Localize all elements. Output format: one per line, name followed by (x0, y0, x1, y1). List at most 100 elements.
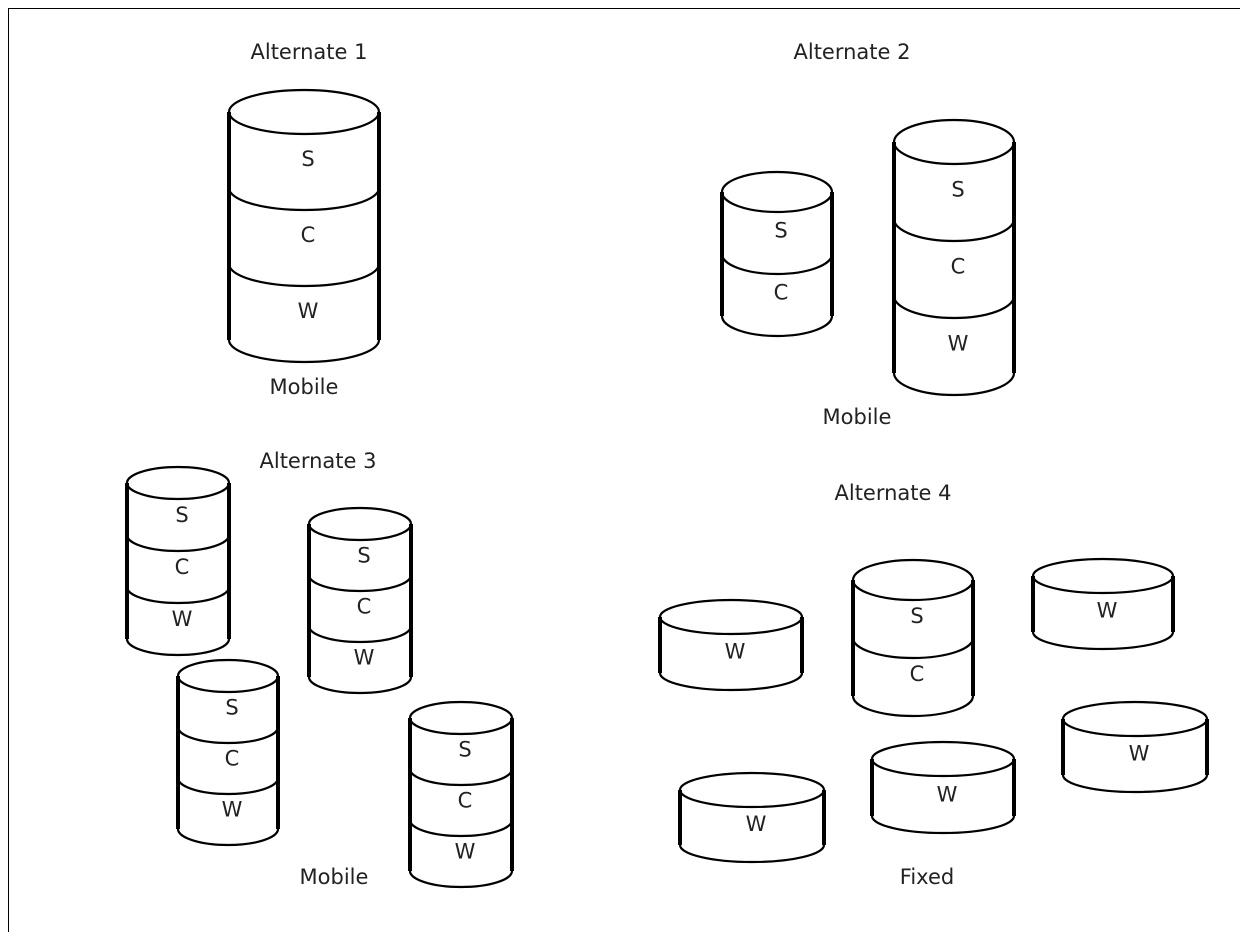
segment-label-w: W (222, 798, 243, 822)
segment-label-c: C (951, 255, 966, 279)
segment-label-c: C (357, 595, 372, 619)
cylinder-bottom-edge (408, 870, 514, 889)
cylinder-bottom-edge (892, 372, 1016, 397)
segment-divider (227, 263, 381, 288)
segment-label-w: W (354, 646, 375, 670)
segment-label-s: S (458, 738, 471, 762)
alternate-4-caption: Fixed (900, 865, 954, 889)
cylinder-4-5: W (870, 740, 1016, 835)
cylinder-bottom-edge (678, 844, 826, 864)
segment-label-c: C (458, 789, 473, 813)
cylinder-bottom-edge (227, 339, 381, 364)
alternate-2-caption: Mobile (823, 405, 892, 429)
cylinder-body (853, 580, 973, 716)
alternate-4-title: Alternate 4 (835, 481, 952, 505)
cylinder-4-3: W (1031, 557, 1175, 651)
cylinder-top (678, 771, 826, 809)
cylinder-bottom-edge (658, 672, 804, 692)
alternate-1-caption: Mobile (270, 375, 339, 399)
cylinder-top (1031, 557, 1175, 595)
cylinder-4-2: SC (851, 558, 975, 718)
cylinder-body (872, 759, 1014, 833)
cylinder-bottom-edge (176, 828, 280, 847)
cylinder-body (178, 676, 278, 845)
segment-label-w: W (455, 840, 476, 864)
segment-divider (125, 534, 231, 553)
cylinder-top (307, 506, 413, 542)
segment-divider (227, 187, 381, 212)
cylinder-bottom-edge (1061, 774, 1209, 794)
segment-divider (892, 218, 1016, 243)
segment-label-s: S (951, 178, 964, 202)
alternate-3-caption: Mobile (300, 865, 369, 889)
cylinder-top (658, 598, 804, 636)
cylinder-top (176, 658, 280, 694)
cylinder-3-3: S C W (176, 658, 280, 847)
segment-divider (176, 726, 280, 745)
cylinder-2-2: S C W (892, 118, 1016, 397)
cylinder-top (851, 558, 975, 602)
segment-divider (408, 819, 514, 838)
segment-label-w: W (948, 332, 969, 356)
cylinder-body (1063, 719, 1207, 792)
segment-label-s: S (357, 544, 370, 568)
segment-label-w: W (1129, 742, 1150, 766)
cylinder-4-4: W (678, 771, 826, 864)
cylinder-2-1: SC (720, 170, 834, 338)
cylinder-4-6: W (1061, 700, 1209, 794)
cylinder-body (309, 524, 411, 693)
cylinder-body (680, 790, 824, 862)
segment-label-c: C (225, 747, 240, 771)
cylinder-top (1061, 700, 1209, 738)
cylinder-3-4: S C W (408, 700, 514, 889)
cylinder-bottom-edge (870, 815, 1016, 835)
segment-label-c: C (910, 662, 925, 686)
alternate-1-title: Alternate 1 (251, 40, 368, 64)
cylinder-body (894, 142, 1014, 395)
segment-label-s: S (774, 218, 787, 242)
segment-label-w: W (746, 812, 767, 836)
cylinder-1-1: S C W (227, 88, 381, 364)
segment-label-s: S (301, 147, 314, 171)
cylinder-3-1: S C W (125, 465, 231, 657)
alternate-2-title: Alternate 2 (794, 40, 911, 64)
segment-divider (307, 574, 413, 593)
segment-divider (408, 768, 514, 787)
segment-divider (125, 586, 231, 605)
cylinder-bottom-edge (307, 676, 413, 695)
segment-label-w: W (1097, 599, 1118, 623)
segment-divider (307, 625, 413, 644)
cylinder-body (127, 483, 229, 655)
cylinder-bottom-edge (720, 315, 834, 338)
segment-divider (720, 253, 834, 276)
diagram-frame (8, 8, 1240, 932)
cylinder-body (722, 192, 832, 336)
segment-label-s: S (910, 604, 923, 628)
cylinder-bottom-edge (851, 695, 975, 718)
segment-label-s: S (225, 696, 238, 720)
segment-label-w: W (172, 607, 193, 631)
cylinder-3-2: S C W (307, 506, 413, 695)
cylinder-body (229, 112, 379, 362)
segment-label-c: C (774, 280, 789, 304)
segment-label-s: S (175, 503, 188, 527)
cylinder-top (720, 170, 834, 214)
segment-label-w: W (298, 299, 319, 323)
cylinder-bottom-edge (1031, 631, 1175, 651)
cylinder-top (227, 88, 381, 136)
cylinder-body (1033, 576, 1173, 649)
segment-divider (176, 777, 280, 796)
alternate-3-title: Alternate 3 (260, 449, 377, 473)
segment-divider (851, 637, 975, 660)
cylinder-top (870, 740, 1016, 778)
cylinder-body (410, 718, 512, 887)
cylinder-body (660, 617, 802, 690)
segment-label-c: C (175, 555, 190, 579)
segment-label-c: C (301, 223, 316, 247)
segment-label-w: W (937, 782, 958, 806)
cylinder-bottom-edge (125, 638, 231, 657)
cylinder-top (408, 700, 514, 736)
cylinder-top (125, 465, 231, 501)
